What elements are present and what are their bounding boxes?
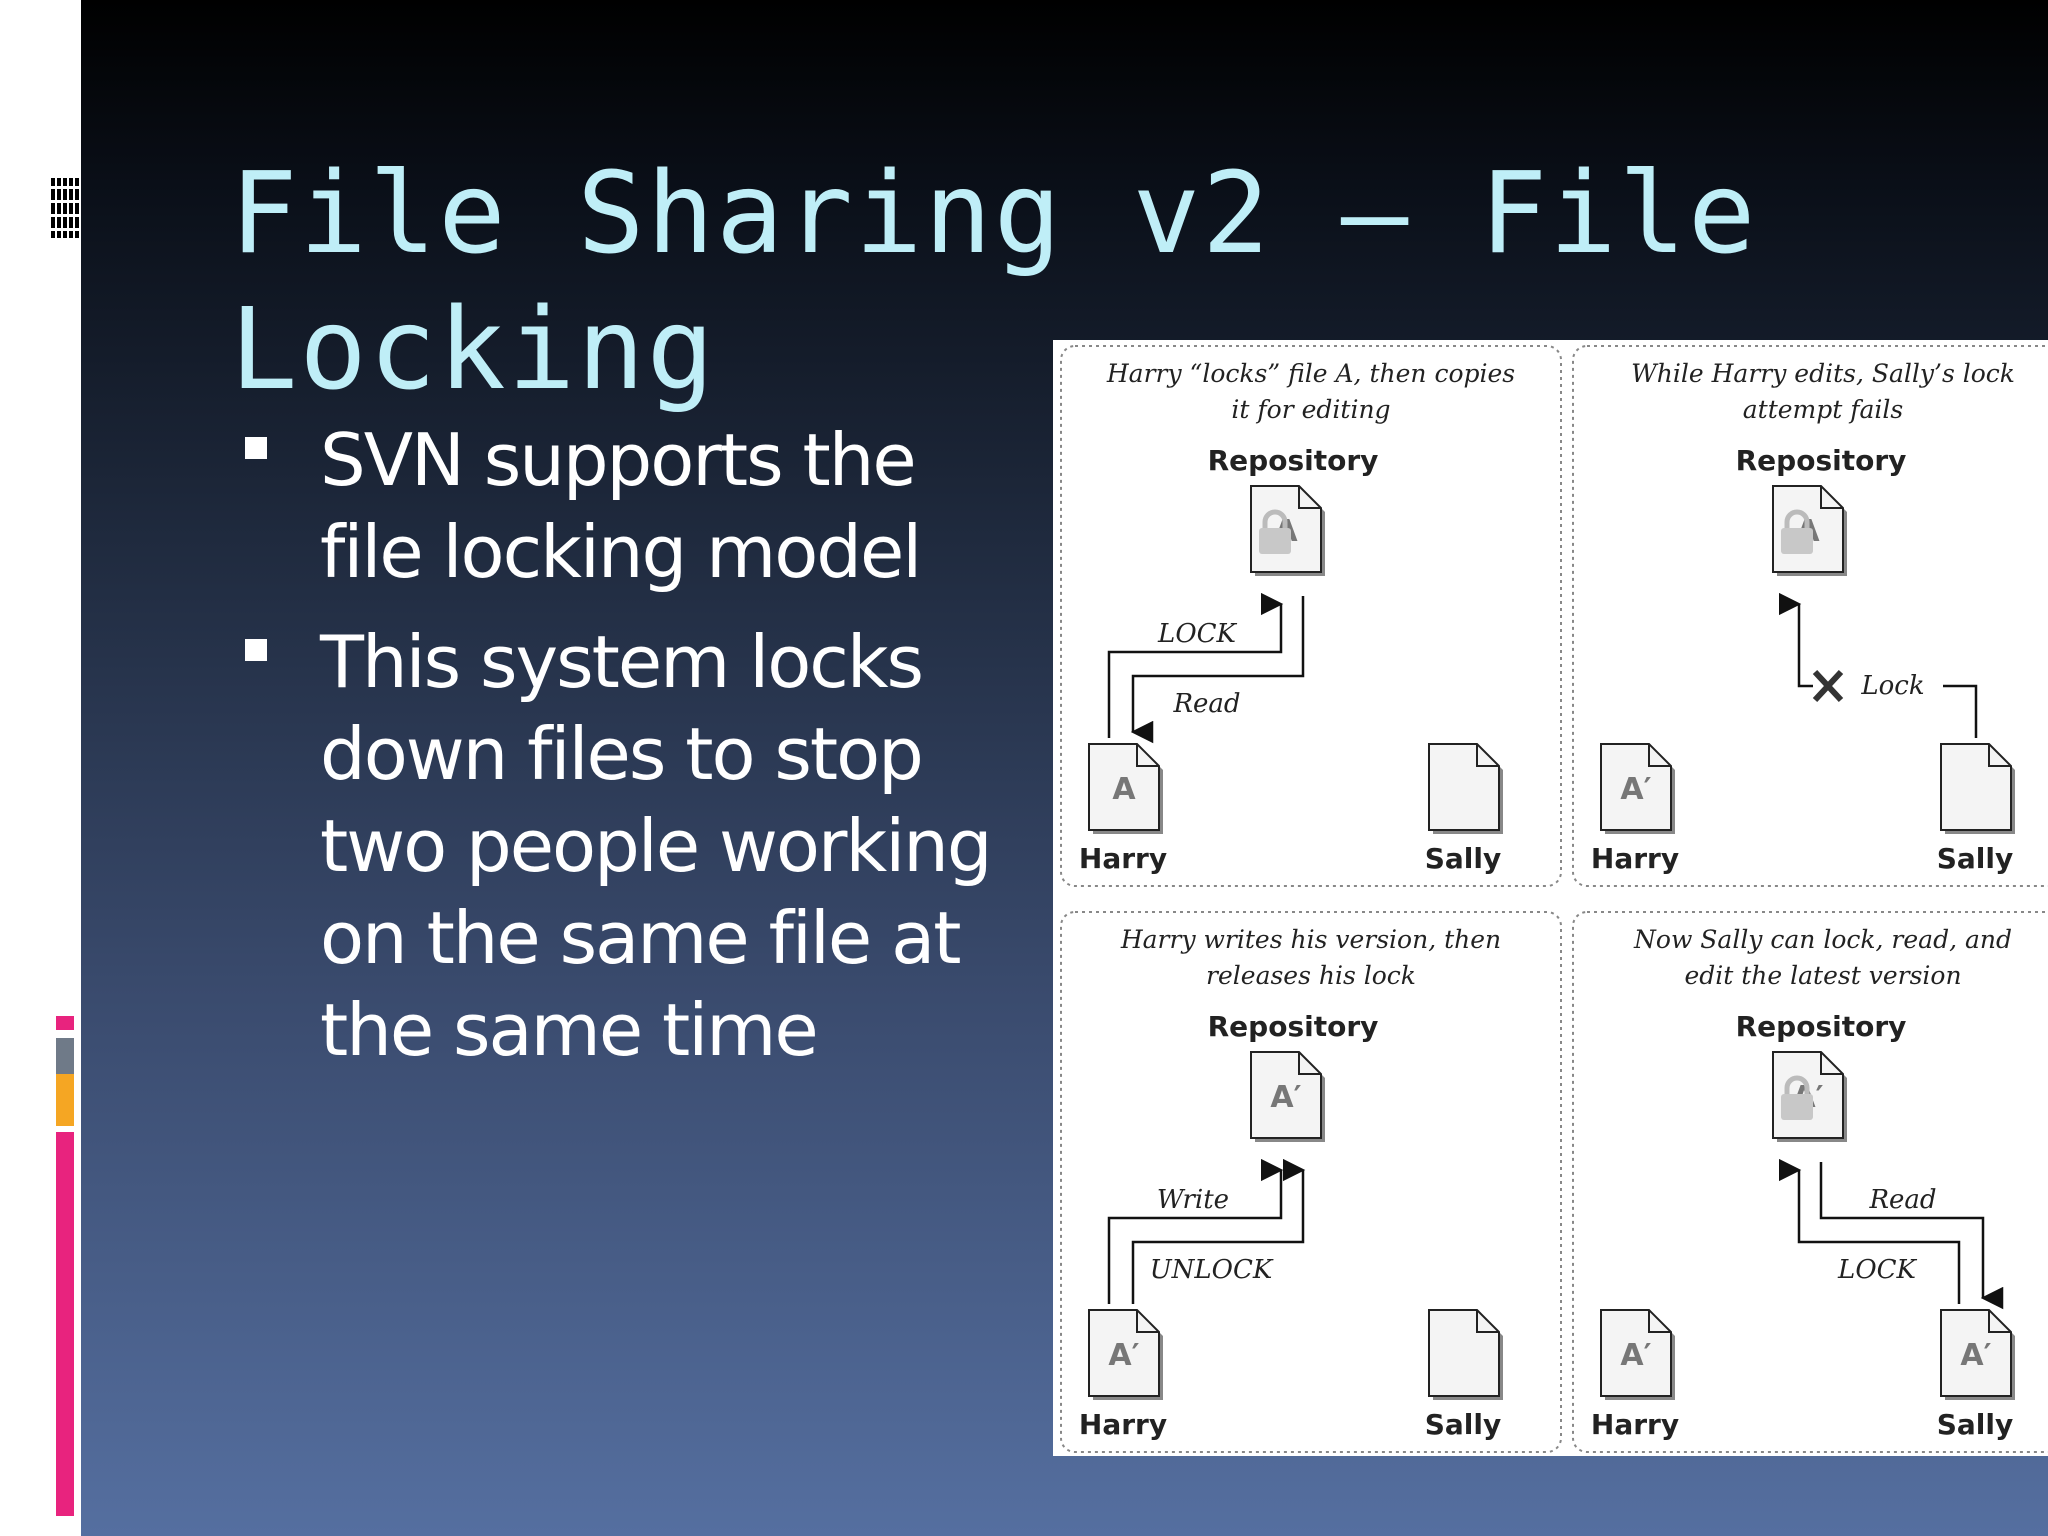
diagram-panel: Now Sally can lock, read, and edit the la… [1572,911,2048,1453]
locking-diagram-svg: Harry “locks” file A, then copies it for … [1060,345,2048,1453]
doc-fold [1298,486,1321,509]
unlock-arrow [1131,1158,1306,1304]
arrow-label: UNLOCK [1150,1255,1274,1285]
doc-fold [1820,1052,1843,1075]
harry-label: Harry [1079,842,1167,875]
arrow-label: Read [1868,1185,1936,1215]
panel-caption: it for editing [1231,395,1390,424]
sally-document-icon [1940,743,2015,834]
repository-document-icon: A′ [1250,1051,1325,1142]
padlock-icon [1781,1075,1813,1120]
bullet-square-icon [245,437,267,459]
sally-label: Sally [1937,842,2014,875]
harry-label: Harry [1591,1408,1679,1441]
slide: File Sharing v2 – File Locking SVN suppo… [81,0,2048,1536]
doc-label: A′ [1270,1080,1301,1115]
arrow-label: Read [1172,689,1240,719]
harry-label: Harry [1591,842,1679,875]
panel-caption: While Harry edits, Sally’s lock [1631,359,2015,388]
harry-label: Harry [1079,1408,1167,1441]
bullet-list: SVN supports the file locking model This… [245,414,1035,1094]
panel-caption: edit the latest version [1684,961,1961,990]
panel-caption: Harry “locks” file A, then copies [1106,359,1515,388]
sally-label: Sally [1425,1408,1502,1441]
repository-label: Repository [1208,1010,1379,1043]
doc-label: A [1112,772,1136,807]
doc-fold [1298,1052,1321,1075]
bullet-text: SVN supports the file locking model [320,418,922,594]
padlock-shackle [1784,1075,1810,1096]
doc-label: A′ [1620,1338,1651,1373]
doc-fold [1476,744,1499,767]
doc-fold [1136,744,1159,767]
bullet-item: SVN supports the file locking model [245,414,1035,598]
padlock-shackle [1784,509,1810,530]
doc-fold [1648,744,1671,767]
bullet-square-icon [245,639,267,661]
decorative-color-bars [56,1016,74,1516]
sally-document-icon [1428,1309,1503,1400]
bullet-item: This system locks down files to stop two… [245,616,1035,1076]
panel-caption: Harry writes his version, then [1120,925,1501,954]
harry-document-icon: A′ [1088,1309,1163,1400]
padlock-body [1259,528,1291,554]
doc-fold [1988,744,2011,767]
diagram-panel: Harry writes his version, then releases h… [1060,911,1562,1453]
doc-fold [1136,1310,1159,1333]
doc-fold [1988,1310,2011,1333]
lock-arrow [1107,592,1284,738]
sally-label: Sally [1425,842,1502,875]
harry-document-icon: A′ [1600,1309,1675,1400]
repository-label: Repository [1736,444,1907,477]
repository-label: Repository [1208,444,1379,477]
lock-attempt-arrow [1778,592,1813,688]
doc-page [1940,743,2012,831]
doc-page [1428,743,1500,831]
arrow-label: LOCK [1157,619,1237,649]
failed-x-stroke [1812,669,1844,703]
write-arrow [1107,1158,1284,1304]
padlock-shackle [1262,509,1288,530]
doc-label: A′ [1960,1338,1991,1373]
lock-attempt-line [1943,684,1978,738]
panel-caption: Now Sally can lock, read, and [1633,925,2012,954]
arrow-label: Write [1157,1185,1229,1215]
padlock-icon [1259,509,1291,554]
locking-diagram: Harry “locks” file A, then copies it for … [1053,340,2048,1456]
doc-fold [1648,1310,1671,1333]
panel-border [1572,345,2048,887]
read-arrow [1819,1162,2004,1310]
lock-arrow [1778,1158,1961,1304]
diagram-panel: Harry “locks” file A, then copies it for … [1060,345,1562,887]
read-arrow [1130,596,1305,744]
doc-page [1428,1309,1500,1397]
padlock-body [1781,528,1813,554]
doc-label: A′ [1108,1338,1139,1373]
repository-label: Repository [1736,1010,1907,1043]
doc-label: A′ [1620,772,1651,807]
sally-document-icon: A′ [1940,1309,2015,1400]
arrow-label: LOCK [1837,1255,1917,1285]
doc-fold [1476,1310,1499,1333]
doc-fold [1820,486,1843,509]
harry-document-icon: A′ [1600,743,1675,834]
slide-title: File Sharing v2 – File Locking [230,149,1758,415]
panel-caption: attempt fails [1743,395,1903,424]
bullet-text: This system locks down files to stop two… [320,620,993,1072]
padlock-body [1781,1094,1813,1120]
panel-border [1572,911,2048,1453]
sally-label: Sally [1937,1408,2014,1441]
diagram-panel: While Harry edits, Sally’s lock attempt f… [1572,345,2048,887]
decorative-grid-icon [48,176,81,240]
padlock-icon [1781,509,1813,554]
sally-document-icon [1428,743,1503,834]
harry-document-icon: A [1088,743,1163,834]
arrow-label: Lock [1860,671,1924,701]
failed-x-icon [1812,669,1844,703]
panel-caption: releases his lock [1206,961,1416,990]
